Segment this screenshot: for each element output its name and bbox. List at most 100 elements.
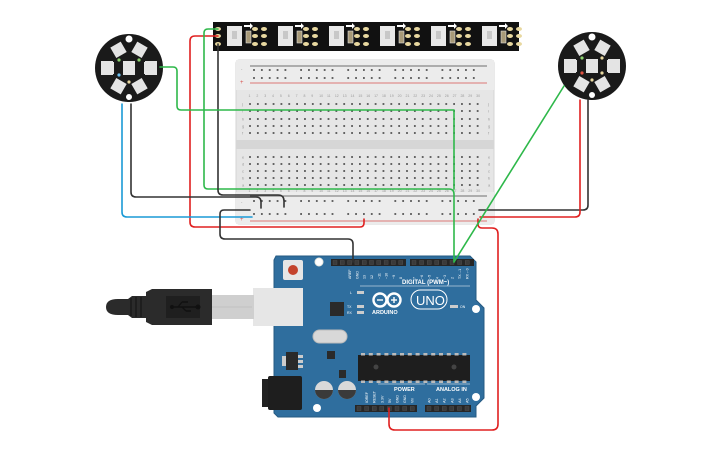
breadboard-hole[interactable] <box>468 103 471 105</box>
breadboard-hole[interactable] <box>288 163 291 165</box>
breadboard-hole[interactable] <box>421 118 424 120</box>
rail-hole[interactable] <box>300 200 302 202</box>
breadboard-hole[interactable] <box>468 163 471 165</box>
breadboard-hole[interactable] <box>304 170 306 172</box>
breadboard-hole[interactable] <box>327 125 330 127</box>
breadboard-hole[interactable] <box>476 132 479 134</box>
rail-hole[interactable] <box>253 77 255 79</box>
breadboard-hole[interactable] <box>335 110 338 112</box>
breadboard-hole[interactable] <box>296 132 298 134</box>
breadboard-hole[interactable] <box>406 156 408 158</box>
rail-hole[interactable] <box>457 200 459 202</box>
rail-hole[interactable] <box>457 69 459 71</box>
rail-hole[interactable] <box>402 77 405 79</box>
breadboard-hole[interactable] <box>280 184 283 186</box>
breadboard-hole[interactable] <box>421 170 424 172</box>
breadboard-hole[interactable] <box>445 177 448 179</box>
breadboard-hole[interactable] <box>311 163 314 165</box>
breadboard-hole[interactable] <box>413 184 416 186</box>
breadboard-hole[interactable] <box>249 125 251 127</box>
breadboard-hole[interactable] <box>476 177 479 179</box>
breadboard-hole[interactable] <box>296 156 298 158</box>
led-strip[interactable] <box>213 22 522 51</box>
breadboard-hole[interactable] <box>264 103 267 105</box>
breadboard-hole[interactable] <box>445 163 448 165</box>
header-pin[interactable] <box>442 406 447 411</box>
header-pin[interactable] <box>383 260 389 265</box>
breadboard-hole[interactable] <box>280 163 283 165</box>
breadboard-hole[interactable] <box>280 177 283 179</box>
rail-hole[interactable] <box>457 213 459 215</box>
breadboard-hole[interactable] <box>437 132 440 134</box>
breadboard-hole[interactable] <box>413 163 416 165</box>
header-pin[interactable] <box>402 406 407 411</box>
rail-hole[interactable] <box>410 77 412 79</box>
breadboard-hole[interactable] <box>468 184 471 186</box>
breadboard-hole[interactable] <box>461 132 463 134</box>
breadboard-hole[interactable] <box>264 132 267 134</box>
header-pin[interactable] <box>398 260 403 265</box>
rail-hole[interactable] <box>425 200 428 202</box>
breadboard-hole[interactable] <box>468 125 471 127</box>
rail-hole[interactable] <box>472 69 475 71</box>
breadboard-hole[interactable] <box>351 118 353 120</box>
breadboard-hole[interactable] <box>421 132 424 134</box>
rail-hole[interactable] <box>370 77 373 79</box>
breadboard-hole[interactable] <box>288 103 291 105</box>
breadboard-hole[interactable] <box>359 103 361 105</box>
breadboard-hole[interactable] <box>351 170 353 172</box>
header-pin[interactable] <box>354 260 360 265</box>
strip-pixel[interactable] <box>482 23 522 46</box>
breadboard-hole[interactable] <box>413 118 416 120</box>
header-pin[interactable] <box>442 260 447 265</box>
rail-hole[interactable] <box>402 69 405 71</box>
jewel-pixel[interactable] <box>586 59 598 73</box>
breadboard-hole[interactable] <box>351 110 353 112</box>
rail-hole[interactable] <box>268 69 271 71</box>
breadboard-hole[interactable] <box>437 110 440 112</box>
rail-hole[interactable] <box>402 213 405 215</box>
jewel-pixel[interactable] <box>101 61 113 75</box>
breadboard-hole[interactable] <box>390 118 393 120</box>
breadboard-hole[interactable] <box>319 103 322 105</box>
reset-button[interactable] <box>283 260 303 280</box>
breadboard-hole[interactable] <box>461 184 463 186</box>
jewel-pixel[interactable] <box>145 61 157 75</box>
breadboard-hole[interactable] <box>398 156 401 158</box>
breadboard-hole[interactable] <box>374 184 377 186</box>
breadboard-hole[interactable] <box>359 184 361 186</box>
breadboard-hole[interactable] <box>272 156 275 158</box>
breadboard-hole[interactable] <box>249 177 251 179</box>
breadboard-hole[interactable] <box>280 118 283 120</box>
breadboard-hole[interactable] <box>437 156 440 158</box>
breadboard-hole[interactable] <box>343 132 346 134</box>
breadboard-hole[interactable] <box>335 170 338 172</box>
breadboard-hole[interactable] <box>264 163 267 165</box>
breadboard-hole[interactable] <box>374 118 377 120</box>
rail-hole[interactable] <box>308 200 310 202</box>
breadboard-hole[interactable] <box>461 118 463 120</box>
rail-hole[interactable] <box>363 200 365 202</box>
breadboard-hole[interactable] <box>445 110 448 112</box>
breadboard-hole[interactable] <box>335 103 338 105</box>
breadboard-hole[interactable] <box>311 118 314 120</box>
breadboard-hole[interactable] <box>476 156 479 158</box>
rail-hole[interactable] <box>378 77 381 79</box>
breadboard-hole[interactable] <box>374 170 377 172</box>
breadboard-hole[interactable] <box>249 118 251 120</box>
rail-hole[interactable] <box>425 213 428 215</box>
rail-hole[interactable] <box>417 69 420 71</box>
rail-hole[interactable] <box>370 200 373 202</box>
breadboard-hole[interactable] <box>413 170 416 172</box>
breadboard-hole[interactable] <box>382 156 385 158</box>
header-pin[interactable] <box>457 406 462 411</box>
rail-hole[interactable] <box>347 200 350 202</box>
breadboard-hole[interactable] <box>264 110 267 112</box>
rail-hole[interactable] <box>363 213 365 215</box>
breadboard-hole[interactable] <box>445 132 448 134</box>
rail-hole[interactable] <box>355 213 357 215</box>
rail-hole[interactable] <box>331 213 334 215</box>
rail-hole[interactable] <box>276 77 279 79</box>
breadboard-hole[interactable] <box>359 156 361 158</box>
rail-hole[interactable] <box>472 213 475 215</box>
